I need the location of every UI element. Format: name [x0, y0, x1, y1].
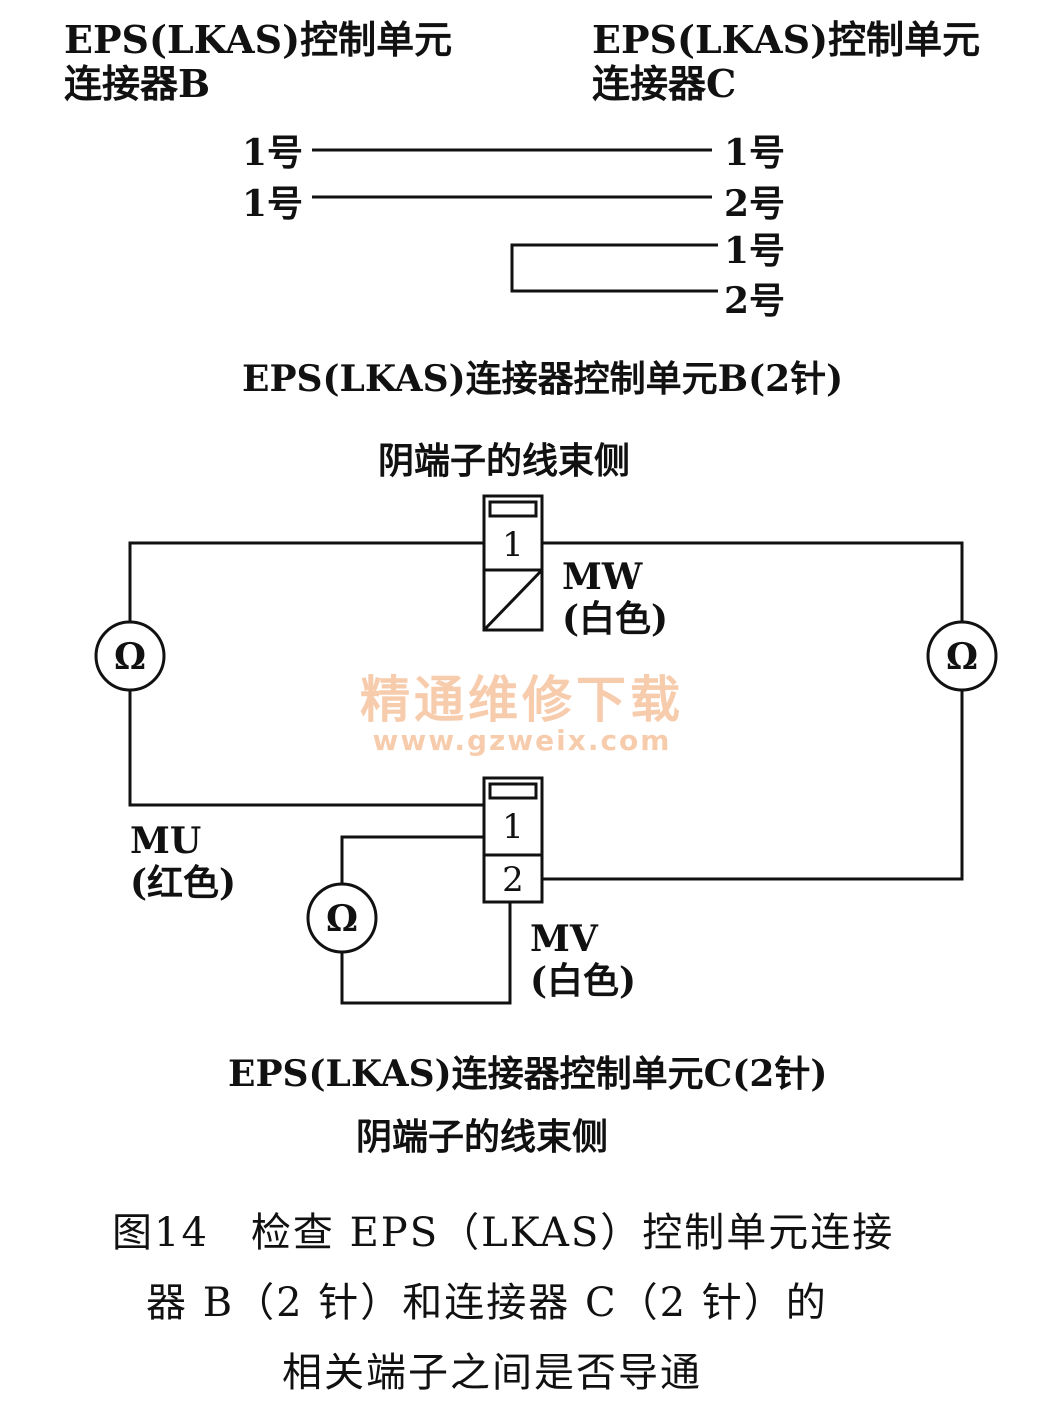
ohmmeter-bottom	[306, 882, 378, 954]
connector-b-body	[482, 494, 544, 632]
ohm-symbol-bottom: Ω	[326, 898, 358, 940]
watermark-title: 精通维修下载	[360, 671, 684, 729]
wire-label-mv: MV (白色)	[530, 918, 636, 1002]
connector-c-header: EPS(LKAS)控制单元 连接器C	[592, 18, 980, 106]
diagram-b-title: EPS(LKAS)连接器控制单元B(2针)	[242, 358, 844, 400]
diagram-c-subtitle: 阴端子的线束侧	[356, 1116, 609, 1158]
wire-mw-color: (白色)	[562, 598, 669, 640]
connector-c-pin-1-label: 1	[502, 807, 524, 847]
mapping-right-pin-3: 1号	[724, 230, 786, 272]
ohmmeter-right	[926, 620, 998, 692]
caption-line-1: 图14 检查 EPS（LKAS）控制单元连接	[112, 1210, 895, 1256]
connector-b-blank-slash	[482, 568, 544, 632]
connector-c-latch	[488, 782, 538, 800]
wire-label-mu: MU (红色)	[130, 820, 236, 904]
wire-mu	[128, 690, 484, 807]
mapping-right-pin-4: 2号	[724, 280, 786, 322]
wire-mw-right	[542, 541, 964, 622]
wire-mw-code: MW	[562, 556, 643, 598]
watermark-url: www.gzweix.com	[373, 724, 672, 757]
caption-line-2: 器 B（2 针）和连接器 C（2 针）的	[146, 1280, 828, 1326]
wire-mu-code: MU	[130, 820, 202, 862]
wire-mv	[340, 902, 512, 1005]
mapping-right-pin-1: 1号	[724, 132, 786, 174]
watermark: 精通维修下载 www.gzweix.com	[360, 671, 684, 757]
wire-b1-left	[128, 541, 484, 622]
mapping-left-pin-2: 1号	[242, 183, 304, 225]
connector-b-header-line1: EPS(LKAS)控制单元	[64, 17, 453, 62]
ohm-symbol-right: Ω	[946, 636, 978, 678]
caption-line-3: 相关端子之间是否导通	[282, 1350, 702, 1396]
connector-c-body	[482, 776, 544, 904]
wire-mv-color: (白色)	[530, 960, 637, 1002]
connector-b-pin-1-label: 1	[502, 525, 524, 565]
diagram-c-title: EPS(LKAS)连接器控制单元C(2针)	[228, 1053, 828, 1095]
mapping-left-pin-1: 1号	[242, 132, 304, 174]
ohm-symbol-left: Ω	[114, 636, 146, 678]
wire-right-to-c2	[542, 690, 964, 881]
wire-mu-color: (红色)	[130, 862, 237, 904]
connector-c-header-line1: EPS(LKAS)控制单元	[592, 17, 981, 62]
wire-c1-to-meter	[340, 835, 484, 884]
connector-c-header-line2: 连接器C	[592, 61, 737, 106]
wire-mv-code: MV	[530, 918, 598, 960]
connector-b-latch	[488, 500, 538, 518]
ohmmeter-left	[94, 620, 166, 692]
mapping-right-pin-2: 2号	[724, 183, 786, 225]
connector-b-header: EPS(LKAS)控制单元 连接器B	[64, 18, 452, 106]
connector-c-pin-2-label: 2	[502, 860, 524, 900]
connector-b-header-line2: 连接器B	[64, 61, 211, 106]
mapping-jumper-line	[510, 243, 718, 293]
wire-label-mw: MW (白色)	[562, 556, 668, 640]
diagram-b-subtitle: 阴端子的线束侧	[378, 440, 631, 482]
